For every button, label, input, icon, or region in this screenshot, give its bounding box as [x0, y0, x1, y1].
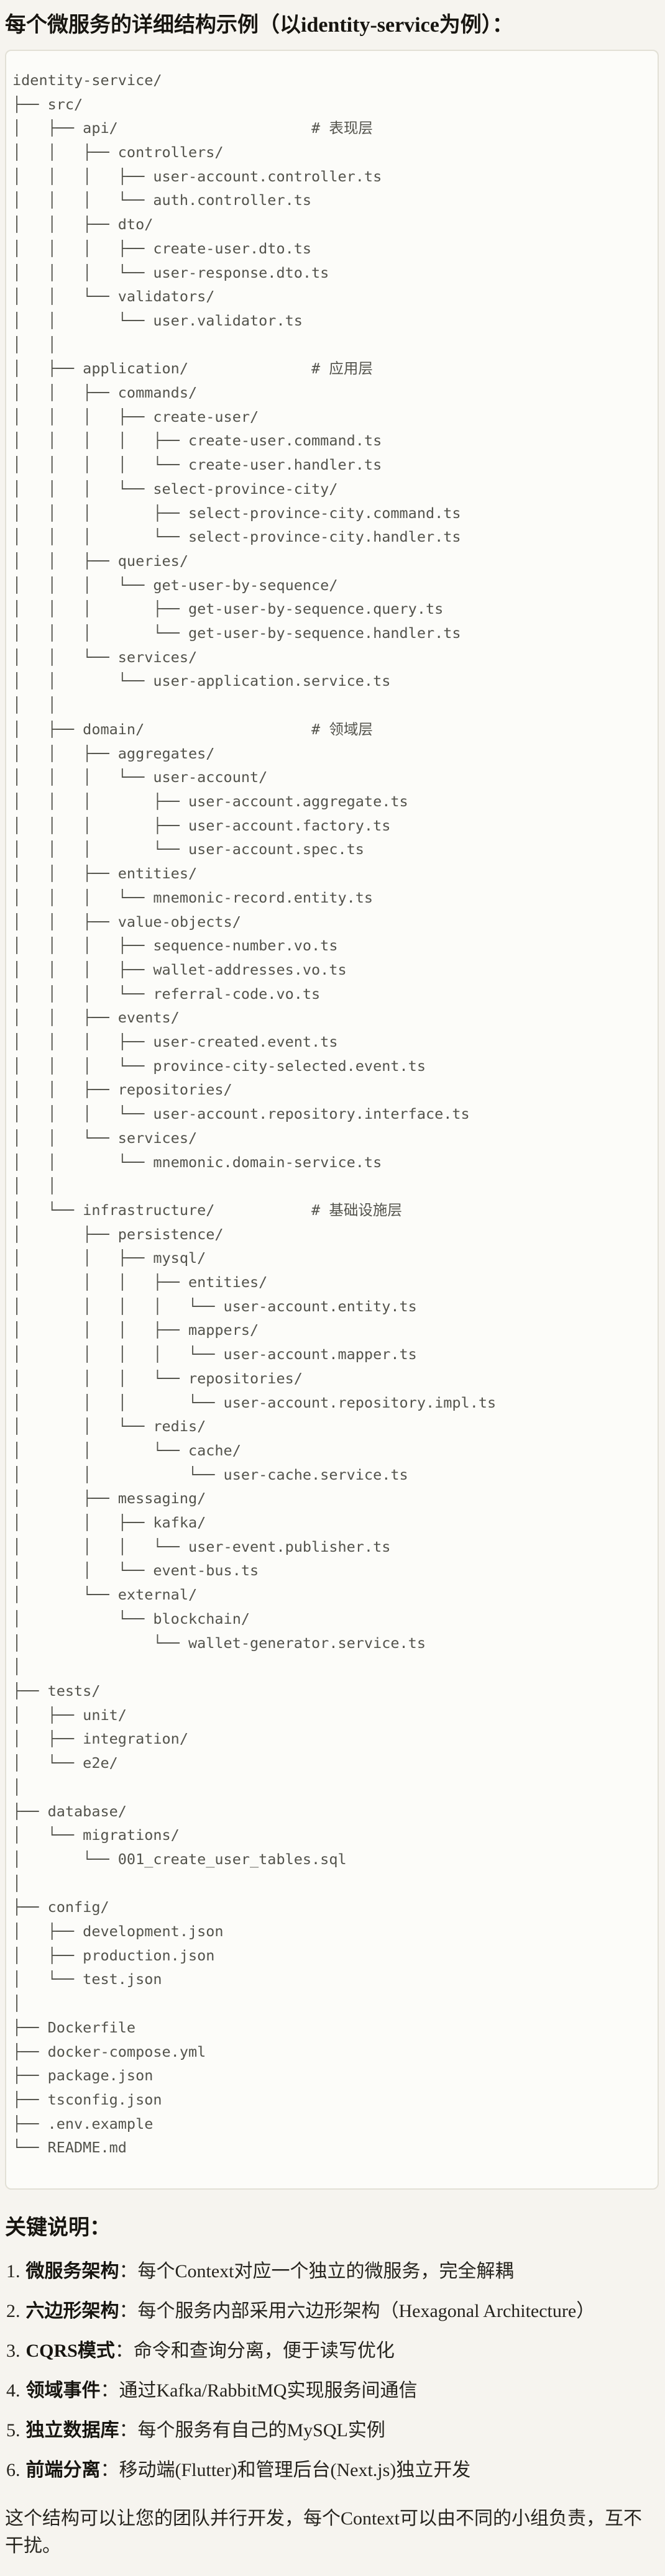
file-tree-code-block: identity-service/ ├── src/ │ ├── api/ # …	[5, 49, 659, 2190]
note-desc: ：每个服务有自己的MySQL实例	[119, 2420, 385, 2441]
note-desc: ：命令和查询分离，便于读写优化	[114, 2341, 395, 2362]
notes-heading: 关键说明：	[5, 2216, 111, 2240]
note-item-microservices: 1.微服务架构：每个Context对应一个独立的微服务，完全解耦	[6, 2258, 659, 2285]
note-desc: ：每个服务内部采用六边形架构（Hexagonal Architecture）	[119, 2301, 595, 2322]
note-number: 4.	[6, 2380, 21, 2401]
note-item-hexagonal: 2.六边形架构：每个服务内部采用六边形架构（Hexagonal Architec…	[6, 2298, 659, 2325]
note-item-domain-events: 4.领域事件：通过Kafka/RabbitMQ实现服务间通信	[6, 2377, 659, 2405]
note-term: 领域事件	[25, 2380, 101, 2401]
closing-paragraph: 这个结构可以让您的团队并行开发，每个Context可以由不同的小组负责，互不干扰…	[5, 2508, 642, 2557]
file-tree: identity-service/ ├── src/ │ ├── api/ # …	[12, 71, 497, 2157]
note-number: 6.	[6, 2460, 21, 2481]
note-number: 5.	[6, 2420, 21, 2441]
note-item-frontend: 6.前端分离：移动端(Flutter)和管理后台(Next.js)独立开发	[6, 2457, 659, 2484]
note-term: 六边形架构	[25, 2301, 119, 2322]
note-item-database: 5.独立数据库：每个服务有自己的MySQL实例	[6, 2417, 659, 2444]
note-desc: ：移动端(Flutter)和管理后台(Next.js)独立开发	[100, 2460, 471, 2481]
note-desc: ：每个Context对应一个独立的微服务，完全解耦	[119, 2261, 514, 2282]
note-term: 微服务架构	[25, 2261, 119, 2282]
note-number: 3.	[6, 2341, 21, 2362]
note-desc: ：通过Kafka/RabbitMQ实现服务间通信	[100, 2380, 418, 2401]
note-item-cqrs: 3.CQRS模式：命令和查询分离，便于读写优化	[6, 2337, 659, 2365]
note-term: 独立数据库	[25, 2420, 119, 2441]
note-term: CQRS模式	[25, 2341, 115, 2362]
notes-list: 1.微服务架构：每个Context对应一个独立的微服务，完全解耦 2.六边形架构…	[5, 2258, 659, 2484]
note-number: 2.	[6, 2301, 21, 2322]
page-title: 每个微服务的详细结构示例（以identity-service为例）：	[5, 14, 513, 37]
note-term: 前端分离	[25, 2460, 101, 2481]
note-number: 1.	[6, 2261, 21, 2282]
